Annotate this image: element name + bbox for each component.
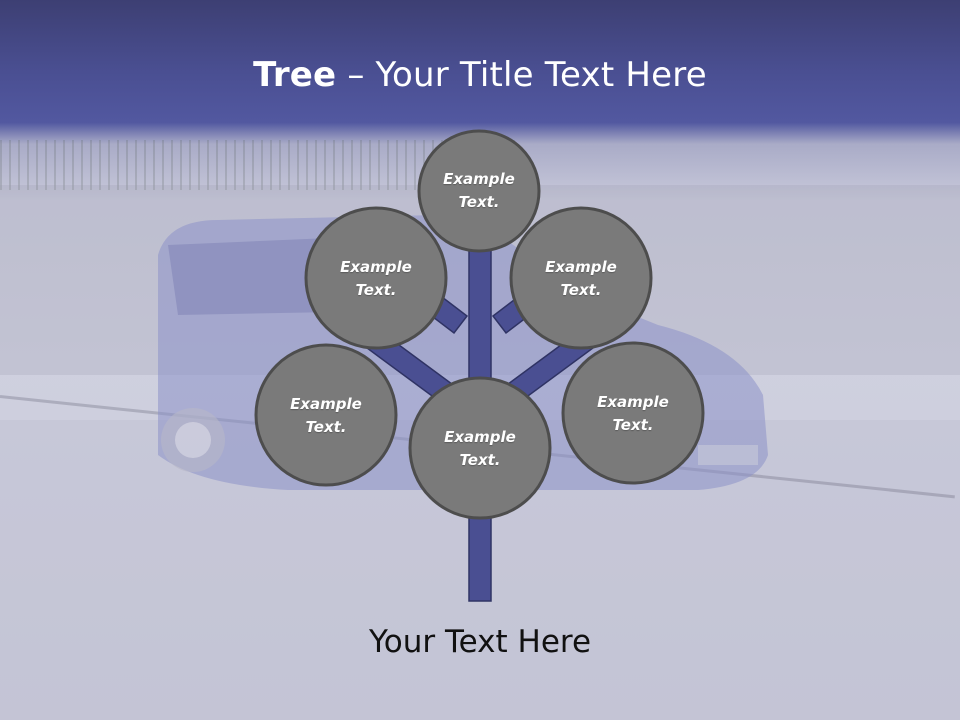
circle-center-line2: Text.	[459, 451, 501, 469]
circle-top-line2: Text.	[458, 193, 500, 211]
circle-upper-right-line1: Example	[545, 258, 617, 276]
bottom-text: Your Text Here	[368, 624, 592, 660]
circle-upper-right-label: Example Text.	[521, 256, 641, 302]
circle-center	[408, 376, 552, 520]
circle-center-line1: Example	[444, 428, 516, 446]
circle-lower-right-label: Example Text.	[573, 391, 693, 437]
circle-top-label: Example Text.	[419, 168, 539, 214]
circle-lower-right-line2: Text.	[612, 416, 654, 434]
circle-lower-right	[561, 341, 705, 485]
circle-upper-left-line2: Text.	[355, 281, 397, 299]
tree-circles	[254, 129, 705, 520]
circle-top-line1: Example	[443, 170, 515, 188]
title-dash: –	[347, 55, 365, 95]
title-rest: Your Title Text Here	[375, 55, 707, 95]
circle-upper-left-line1: Example	[340, 258, 412, 276]
circle-lower-left-label: Example Text.	[266, 393, 386, 439]
circle-lower-left-line1: Example	[290, 395, 362, 413]
circle-upper-right	[509, 206, 653, 350]
circle-lower-left-line2: Text.	[305, 418, 347, 436]
slide-title: Tree – Your Title Text Here	[0, 55, 960, 95]
circle-upper-left	[304, 206, 448, 350]
circle-top	[417, 129, 541, 253]
title-bold: Tree	[253, 55, 337, 95]
circle-lower-right-line1: Example	[597, 393, 669, 411]
circle-upper-right-line2: Text.	[560, 281, 602, 299]
circle-upper-left-label: Example Text.	[316, 256, 436, 302]
circle-lower-left	[254, 343, 398, 487]
circle-center-label: Example Text.	[420, 426, 540, 472]
